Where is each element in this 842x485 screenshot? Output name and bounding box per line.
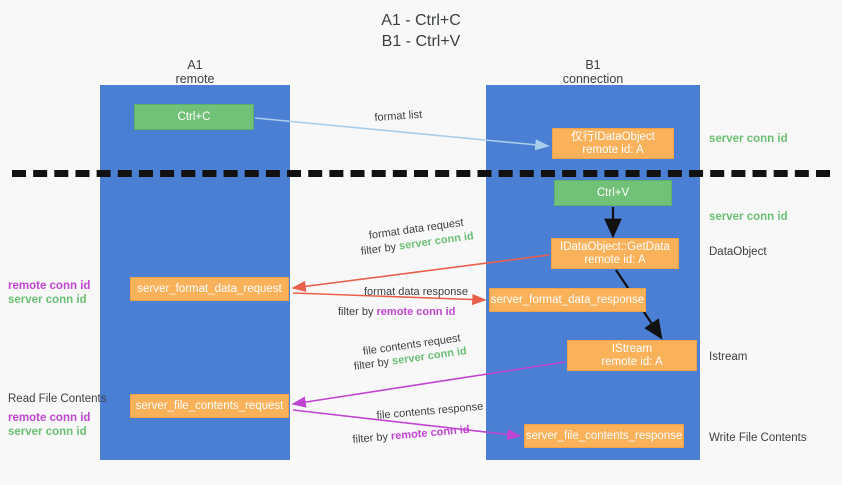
column-b1-subtitle: connection bbox=[562, 72, 624, 86]
edge-label-format-list: format list bbox=[374, 108, 423, 124]
page-title: A1 - Ctrl+C B1 - Ctrl+V bbox=[0, 10, 842, 52]
box-ctrl-c-label: Ctrl+C bbox=[177, 110, 211, 123]
box-idataobject-line1: 仅行IDataObject bbox=[571, 130, 655, 143]
box-idataobject-getdata[interactable]: IDataObject::GetData remote id: A bbox=[551, 238, 679, 269]
box-getdata-line2: remote id: A bbox=[584, 253, 646, 266]
label-remote-conn-id-2: remote conn id bbox=[8, 412, 91, 424]
column-a1-subtitle: remote bbox=[175, 72, 215, 86]
box-istream[interactable]: IStream remote id: A bbox=[567, 340, 697, 371]
filter-prefix-2: filter by bbox=[338, 306, 377, 318]
filter-value-2: remote conn id bbox=[376, 306, 456, 318]
label-conn-id-stack-2: remote conn id server conn id bbox=[8, 411, 90, 439]
filter-prefix-1: filter by bbox=[360, 240, 400, 258]
box-server-format-data-response-label: server_format_data_response bbox=[490, 293, 645, 306]
box-server-file-contents-response-label: server_file_contents_response bbox=[525, 429, 683, 442]
box-server-file-contents-request-label: server_file_contents_request bbox=[135, 399, 284, 412]
label-server-conn-id-4: server conn id bbox=[8, 426, 87, 438]
filter-prefix-3: filter by bbox=[353, 355, 393, 373]
edge-label-format-data-response: format data response bbox=[364, 286, 468, 298]
label-dataobject: DataObject bbox=[709, 246, 767, 258]
filter-value-4: remote conn id bbox=[390, 423, 471, 443]
box-idataobject[interactable]: 仅行IDataObject remote id: A bbox=[552, 128, 674, 159]
title-line-1: A1 - Ctrl+C bbox=[381, 12, 461, 29]
label-remote-conn-id-1: remote conn id bbox=[8, 280, 91, 292]
label-server-conn-id-2: server conn id bbox=[709, 211, 788, 223]
title-line-2: B1 - Ctrl+V bbox=[381, 33, 461, 50]
box-server-file-contents-request[interactable]: server_file_contents_request bbox=[130, 394, 289, 418]
box-server-format-data-response[interactable]: server_format_data_response bbox=[489, 288, 646, 312]
label-read-file-contents: Read File Contents bbox=[8, 393, 107, 405]
label-conn-id-stack-1: remote conn id server conn id bbox=[8, 279, 90, 307]
label-server-conn-id-1: server conn id bbox=[709, 133, 788, 145]
edge-label-format-data-response-filter: filter by remote conn id bbox=[338, 305, 455, 319]
column-header-a1: A1 remote bbox=[130, 58, 260, 86]
edge-label-file-contents-response: file contents response bbox=[376, 400, 484, 422]
label-istream: Istream bbox=[709, 351, 748, 363]
box-getdata-line1: IDataObject::GetData bbox=[560, 240, 670, 253]
box-istream-line1: IStream bbox=[611, 342, 653, 355]
box-ctrl-v-label: Ctrl+V bbox=[596, 186, 630, 199]
column-b1-name: B1 bbox=[585, 58, 601, 72]
box-server-format-data-request[interactable]: server_format_data_request bbox=[130, 277, 289, 301]
edge-label-file-contents-response-filter: filter by remote conn id bbox=[352, 423, 470, 447]
column-a1-name: A1 bbox=[187, 58, 203, 72]
box-ctrl-v[interactable]: Ctrl+V bbox=[554, 180, 672, 206]
box-server-format-data-request-label: server_format_data_request bbox=[137, 282, 282, 295]
box-ctrl-c[interactable]: Ctrl+C bbox=[134, 104, 254, 130]
column-header-b1: B1 connection bbox=[528, 58, 658, 86]
box-server-file-contents-response[interactable]: server_file_contents_response bbox=[524, 424, 684, 448]
label-server-conn-id-3: server conn id bbox=[8, 294, 87, 306]
label-write-file-contents: Write File Contents bbox=[709, 432, 807, 444]
box-idataobject-line2: remote id: A bbox=[582, 143, 644, 156]
filter-prefix-4: filter by bbox=[352, 430, 392, 446]
phase-separator-dashed-line bbox=[12, 170, 830, 177]
box-istream-line2: remote id: A bbox=[601, 355, 663, 368]
